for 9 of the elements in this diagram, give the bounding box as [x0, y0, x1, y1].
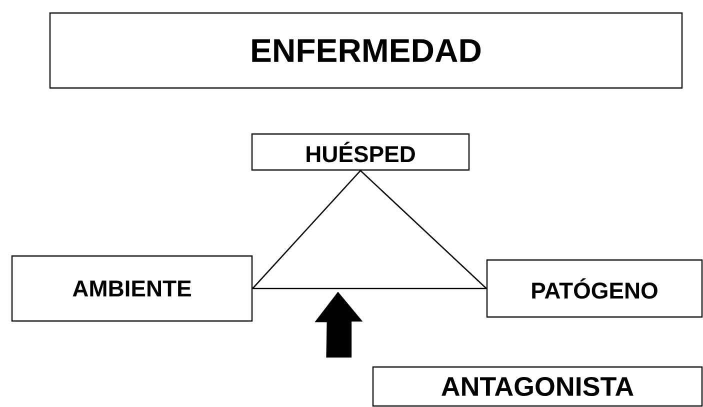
- connector-line: [252, 170, 361, 289]
- environment-box: AMBIENTE: [11, 255, 253, 322]
- antagonist-box: ANTAGONISTA: [372, 366, 703, 407]
- connector-line: [252, 288, 486, 290]
- block-arrow: [314, 292, 363, 358]
- host-box: HUÉSPED: [251, 133, 470, 171]
- connector-line: [360, 170, 487, 289]
- pathogen-box: PATÓGENO: [486, 259, 703, 318]
- title-box: ENFERMEDAD: [49, 12, 683, 89]
